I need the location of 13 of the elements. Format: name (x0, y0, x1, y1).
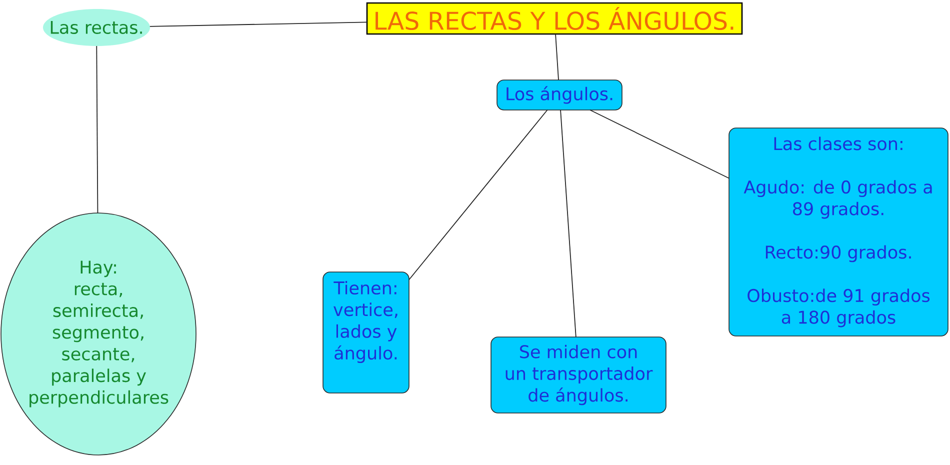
connector-line (96, 46, 98, 214)
topic-oval: Hay: recta, semirecta, segmento, secante, paralelas y perpendiculares (0, 212, 196, 456)
concept-box: Los ángulos. (496, 80, 622, 110)
connector-line (555, 34, 559, 80)
title-box: LAS RECTAS Y LOS ÁNGULOS. (366, 2, 743, 35)
topic-oval: Las rectas. (43, 9, 150, 46)
connector-line (590, 110, 730, 179)
connector-line (560, 110, 576, 338)
connector-line (408, 110, 548, 280)
concept-box: Las clases son: Agudo: de 0 grados a 89 grados. Recto:90 grados. Obusto:de 91 grados a 180 grados (728, 128, 948, 336)
concept-box: Se miden con un transportador de ángulos. (490, 336, 666, 414)
connector-line (149, 22, 368, 27)
concept-box: Tienen: vertice, lados y ángulo. (322, 272, 410, 394)
